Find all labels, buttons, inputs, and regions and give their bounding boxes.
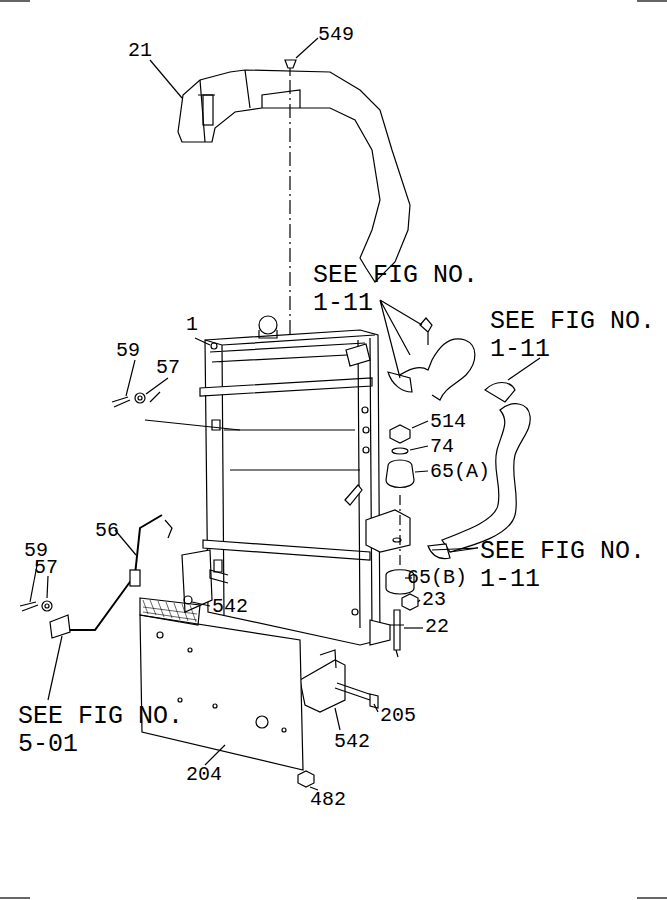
callout-number: 482: [310, 789, 346, 811]
callout-number: 65(B): [407, 567, 467, 589]
callout-number: 204: [186, 764, 222, 786]
callout-number: 1: [186, 314, 198, 336]
callout-number: 56: [95, 520, 119, 542]
callout-number: 65(A): [430, 461, 490, 483]
reference-note: SEE FIG NO. 1-11: [480, 538, 660, 593]
reference-note: SEE FIG NO. 1-11: [490, 308, 662, 363]
callout-number: 21: [128, 40, 152, 62]
callout-number: 57: [34, 557, 58, 579]
reference-note: SEE FIG NO. 5-01: [18, 703, 198, 758]
reference-note: SEE FIG NO. 1-11: [313, 262, 491, 317]
callout-number: 205: [380, 705, 416, 727]
callout-number: 22: [425, 616, 449, 638]
callout-number: 549: [318, 24, 354, 46]
callout-number: 74: [430, 436, 454, 458]
callout-number: 542: [334, 731, 370, 753]
callout-number: 59: [116, 340, 140, 362]
callout-number: 542: [212, 596, 248, 618]
callout-number: 57: [156, 357, 180, 379]
callout-number: 514: [430, 411, 466, 433]
callout-number: 23: [422, 589, 446, 611]
